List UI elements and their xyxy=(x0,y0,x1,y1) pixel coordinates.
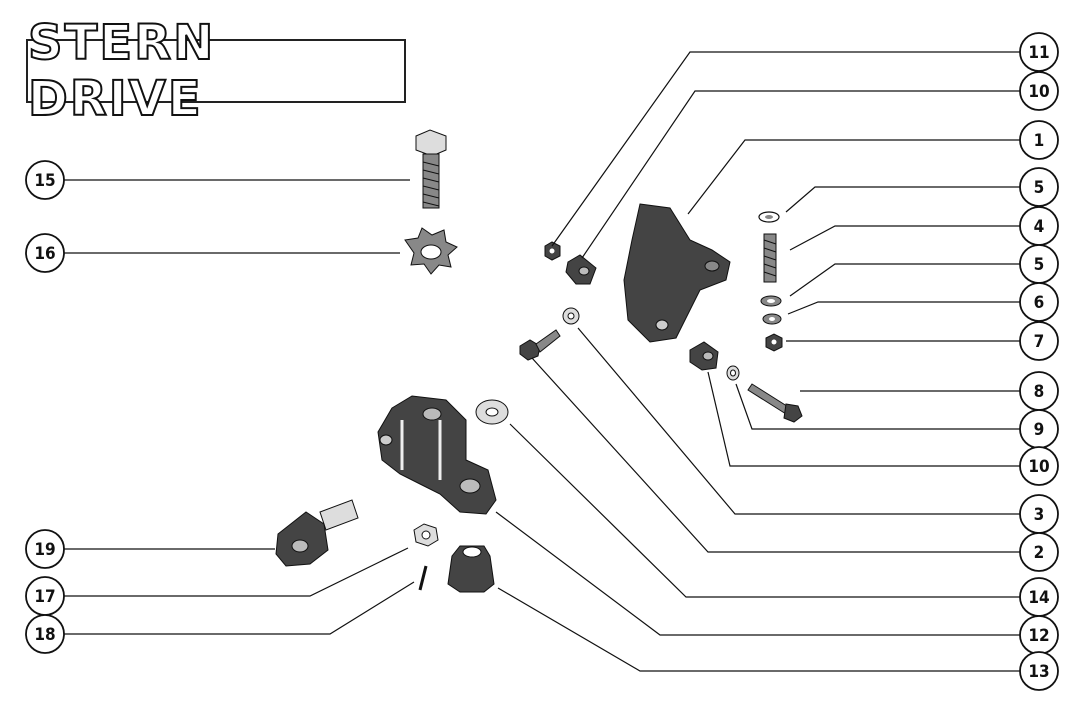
part-1-bracket xyxy=(623,203,731,343)
callout-17: 17 xyxy=(25,576,65,616)
callout-14: 14 xyxy=(1019,577,1059,617)
callout-2: 2 xyxy=(1019,532,1059,572)
part-5-washer-top xyxy=(758,211,780,223)
callout-12: 12 xyxy=(1019,615,1059,655)
callout-15: 15 xyxy=(25,160,65,200)
part-4-stud xyxy=(763,233,777,283)
part-11-nut xyxy=(544,241,561,261)
leader-lines xyxy=(64,51,1020,672)
svg-text:4: 4 xyxy=(1034,217,1045,237)
callout-5-lower: 5 xyxy=(1019,244,1059,284)
callout-10-lower: 10 xyxy=(1019,446,1059,486)
part-9-washer xyxy=(726,365,740,381)
callout-7: 7 xyxy=(1019,321,1059,361)
svg-text:12: 12 xyxy=(1028,626,1049,646)
svg-text:3: 3 xyxy=(1034,505,1045,525)
part-8-bolt xyxy=(747,383,803,423)
svg-text:8: 8 xyxy=(1034,382,1045,402)
part-15-hex-bolt xyxy=(415,129,447,209)
svg-text:5: 5 xyxy=(1034,255,1045,275)
part-17-nut xyxy=(413,523,439,547)
svg-text:17: 17 xyxy=(34,587,55,607)
callout-10-upper: 10 xyxy=(1019,71,1059,111)
part-2-bolt xyxy=(519,329,561,361)
svg-text:15: 15 xyxy=(34,171,55,191)
part-19-clevis xyxy=(275,499,359,567)
svg-text:13: 13 xyxy=(1028,662,1049,682)
callout-11: 11 xyxy=(1019,32,1059,72)
callout-3: 3 xyxy=(1019,494,1059,534)
callout-6: 6 xyxy=(1019,282,1059,322)
svg-text:19: 19 xyxy=(34,540,55,560)
part-13-rubber-mount xyxy=(447,545,495,593)
svg-text:2: 2 xyxy=(1034,543,1045,563)
callout-9: 9 xyxy=(1019,409,1059,449)
part-12-yoke-mount xyxy=(377,395,497,515)
svg-text:11: 11 xyxy=(1028,43,1049,63)
part-10-spacer-upper xyxy=(565,254,597,285)
callout-19: 19 xyxy=(25,529,65,569)
svg-text:18: 18 xyxy=(34,625,55,645)
svg-text:9: 9 xyxy=(1034,420,1045,440)
part-10-spacer-lower xyxy=(689,341,719,371)
part-7-nut xyxy=(765,333,783,352)
callout-13: 13 xyxy=(1019,651,1059,691)
svg-text:6: 6 xyxy=(1034,293,1045,313)
part-6-lockwasher xyxy=(762,313,782,325)
callout-5-upper: 5 xyxy=(1019,167,1059,207)
callout-18: 18 xyxy=(25,614,65,654)
svg-text:7: 7 xyxy=(1034,332,1045,352)
svg-text:14: 14 xyxy=(1028,588,1049,608)
svg-text:16: 16 xyxy=(34,244,55,264)
callout-4: 4 xyxy=(1019,206,1059,246)
svg-text:5: 5 xyxy=(1034,178,1045,198)
callout-16: 16 xyxy=(25,233,65,273)
part-3-washer xyxy=(562,307,580,325)
svg-text:1: 1 xyxy=(1034,131,1045,151)
callout-1: 1 xyxy=(1019,120,1059,160)
svg-text:10: 10 xyxy=(1028,457,1049,477)
part-16-lock-washer xyxy=(404,227,458,275)
part-5-washer-lower xyxy=(760,295,782,307)
svg-text:10: 10 xyxy=(1028,82,1049,102)
callout-8: 8 xyxy=(1019,371,1059,411)
part-14-flat-washer xyxy=(475,399,509,425)
part-18-cotter-pin xyxy=(418,565,428,591)
